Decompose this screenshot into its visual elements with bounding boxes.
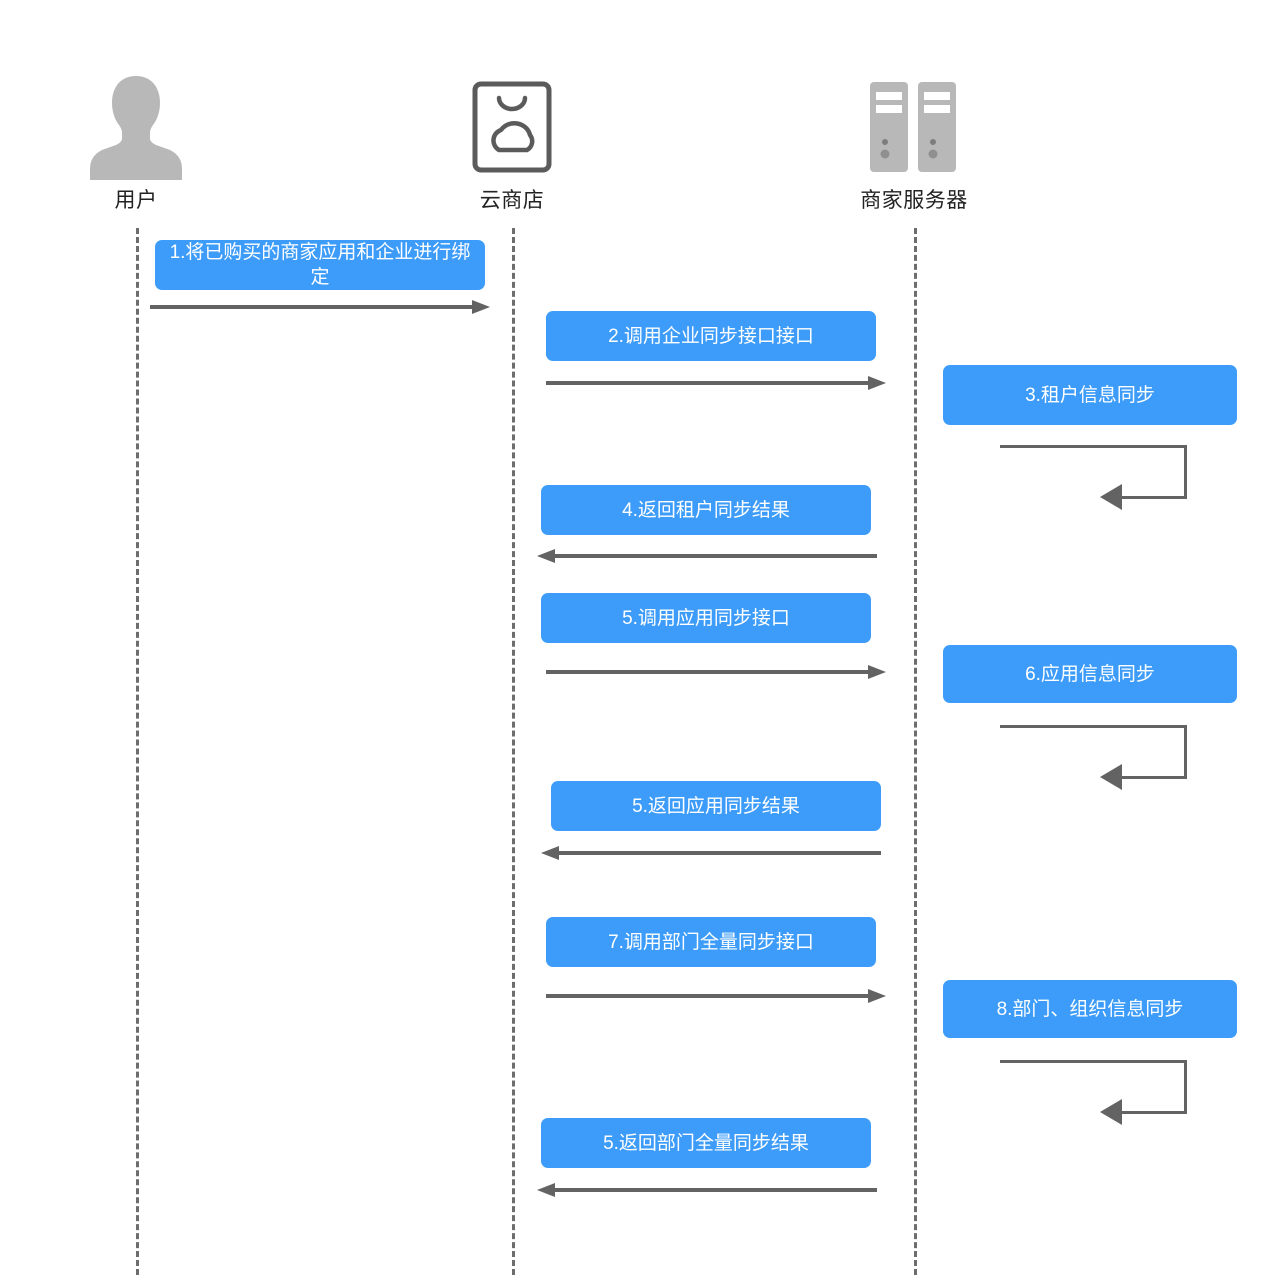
message-box-1: 1.将已购买的商家应用和企业进行绑定	[155, 240, 485, 290]
self-loop-arrow-3	[1000, 445, 1190, 510]
participant-user: 用户	[26, 50, 246, 213]
arrow-shaft	[546, 381, 868, 385]
participant-merchant-server: 商家服务器	[804, 50, 1024, 213]
self-loop-right	[1184, 725, 1187, 779]
message-box-10: 5.返回部门全量同步结果	[541, 1118, 871, 1168]
user-icon	[90, 76, 182, 180]
lifeline-merchant-server	[914, 228, 917, 1275]
self-loop-top	[1000, 445, 1187, 448]
user-icon-wrap	[26, 50, 246, 180]
self-loop-bottom	[1122, 496, 1187, 499]
self-loop-arrow-6	[1000, 725, 1190, 790]
self-loop-right	[1184, 1060, 1187, 1114]
lifeline-user	[136, 228, 139, 1275]
cloud-store-icon	[472, 81, 552, 173]
message-arrow-2	[546, 373, 886, 393]
message-arrow-4	[537, 546, 877, 566]
arrow-shaft	[555, 1188, 877, 1192]
self-loop-right	[1184, 445, 1187, 499]
participant-label-cloud-store: 云商店	[479, 189, 545, 212]
arrow-shaft	[559, 851, 881, 855]
message-box-2: 2.调用企业同步接口接口	[546, 311, 876, 361]
self-loop-bottom	[1122, 1111, 1187, 1114]
arrow-head	[472, 300, 490, 314]
server-icon	[870, 82, 956, 172]
message-arrow-1	[150, 297, 490, 317]
message-box-9: 8.部门、组织信息同步	[943, 980, 1237, 1038]
self-loop-top	[1000, 1060, 1187, 1063]
arrow-head	[868, 376, 886, 390]
arrow-head	[868, 665, 886, 679]
participant-label-user: 用户	[114, 189, 158, 212]
arrow-head	[537, 549, 555, 563]
self-loop-arrow-head	[1100, 484, 1122, 510]
self-loop-top	[1000, 725, 1187, 728]
arrow-head	[868, 989, 886, 1003]
message-box-8: 7.调用部门全量同步接口	[546, 917, 876, 967]
message-arrow-10	[537, 1180, 877, 1200]
message-box-4: 4.返回租户同步结果	[541, 485, 871, 535]
arrow-shaft	[555, 554, 877, 558]
self-loop-bottom	[1122, 776, 1187, 779]
message-arrow-5	[546, 662, 886, 682]
lifeline-cloud-store	[512, 228, 515, 1275]
cloud-store-icon-wrap	[402, 50, 622, 180]
message-arrow-7	[541, 843, 881, 863]
self-loop-arrow-head	[1100, 1099, 1122, 1125]
arrow-shaft	[150, 305, 472, 309]
participant-cloud-store: 云商店	[402, 50, 622, 213]
message-box-5: 5.调用应用同步接口	[541, 593, 871, 643]
server-icon-wrap	[804, 50, 1024, 180]
message-arrow-8	[546, 986, 886, 1006]
arrow-head	[537, 1183, 555, 1197]
message-box-3: 3.租户信息同步	[943, 365, 1237, 425]
self-loop-arrow-head	[1100, 764, 1122, 790]
participant-label-merchant-server: 商家服务器	[860, 189, 968, 212]
arrow-head	[541, 846, 559, 860]
message-box-6: 6.应用信息同步	[943, 645, 1237, 703]
self-loop-arrow-9	[1000, 1060, 1190, 1125]
arrow-shaft	[546, 994, 868, 998]
arrow-shaft	[546, 670, 868, 674]
message-box-7: 5.返回应用同步结果	[551, 781, 881, 831]
